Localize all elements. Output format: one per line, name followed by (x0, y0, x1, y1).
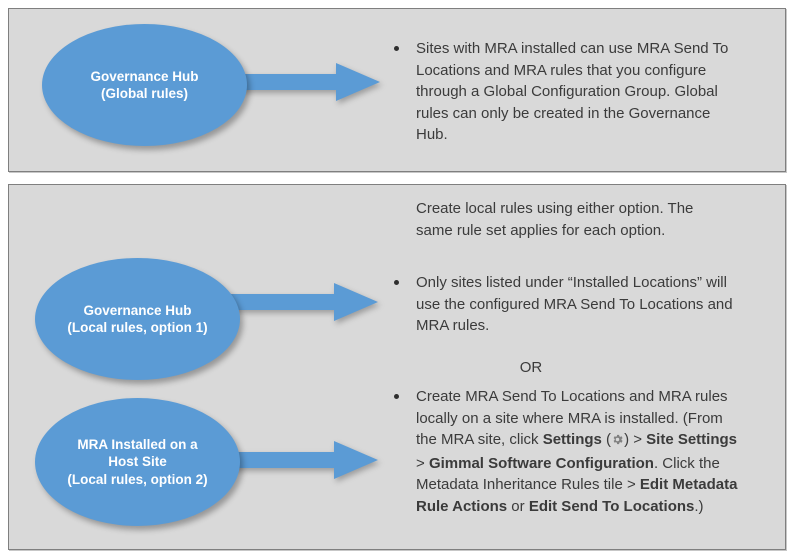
or-separator: OR (386, 357, 686, 379)
or-label: OR (519, 359, 543, 376)
text-part-6: or (507, 497, 529, 515)
shape-label-line2: Host Site (108, 454, 167, 470)
shape-label-group: Governance Hub (Global rules) (76, 68, 212, 103)
shape-label-group: MRA Installed on a Host Site (Local rule… (53, 436, 221, 488)
bullet-dot-icon (394, 46, 399, 52)
shape-governance-hub-global[interactable]: Governance Hub (Global rules) (42, 24, 247, 146)
arrow-global-to-description (228, 63, 380, 101)
list-item: Create MRA Send To Locations and MRA rul… (386, 386, 746, 518)
text-part-1: Create MRA Send To Locations and MRA rul… (416, 388, 728, 449)
shape-label-line2: (Local rules, option 1) (67, 320, 208, 335)
shape-label-line1: MRA Installed on a (77, 437, 198, 453)
text-bold-gimmal-software-configuration: Gimmal Software Configuration (428, 454, 654, 472)
list-item-text: Create MRA Send To Locations and MRA rul… (416, 388, 737, 515)
list-item-text: Only sites listed under “Installed Locat… (416, 274, 733, 335)
shape-mra-installed-host-site-option-2[interactable]: MRA Installed on a Host Site (Local rule… (35, 398, 240, 526)
shape-label-group: Governance Hub (Local rules, option 1) (53, 302, 221, 337)
description-local-intro: Create local rules using either option. … (386, 198, 731, 241)
arrow-option1-to-description (228, 283, 378, 321)
description-local-option-2: Create MRA Send To Locations and MRA rul… (386, 386, 746, 518)
text-part-7: .) (694, 497, 704, 515)
shape-label-line2: (Global rules) (100, 86, 188, 101)
list-item-text: Sites with MRA installed can use MRA Sen… (416, 40, 729, 144)
text-part-5: . Click the Metadata Inheritance Rules t… (416, 454, 720, 494)
text-bold-site-settings: Site Settings (646, 431, 738, 449)
text-bold-edit-send-to-locations: Edit Send To Locations (528, 497, 695, 515)
text-part-2: ( (601, 431, 612, 449)
text-part-3: ) > (624, 431, 647, 449)
shape-label-line3: (Local rules, option 2) (67, 471, 208, 487)
arrow-option2-to-description (228, 441, 378, 479)
gear-icon (611, 431, 624, 453)
text-bold-settings: Settings (542, 431, 602, 449)
shape-label-line1: Governance Hub (90, 68, 199, 84)
description-global-rules: Sites with MRA installed can use MRA Sen… (386, 38, 746, 146)
shape-governance-hub-local-option-1[interactable]: Governance Hub (Local rules, option 1) (35, 258, 240, 380)
intro-text: Create local rules using either option. … (416, 200, 694, 239)
list-item: Only sites listed under “Installed Locat… (386, 272, 746, 337)
list-item: Sites with MRA installed can use MRA Sen… (386, 38, 746, 146)
shape-label-line1: Governance Hub (83, 302, 192, 318)
text-bold-edit-metadata-rule-actions: Edit Metadata Rule Actions (416, 476, 738, 515)
text-part-4: > (416, 454, 429, 472)
bullet-dot-icon (394, 394, 399, 400)
bullet-dot-icon (394, 280, 399, 286)
description-local-option-1: Only sites listed under “Installed Locat… (386, 272, 746, 337)
